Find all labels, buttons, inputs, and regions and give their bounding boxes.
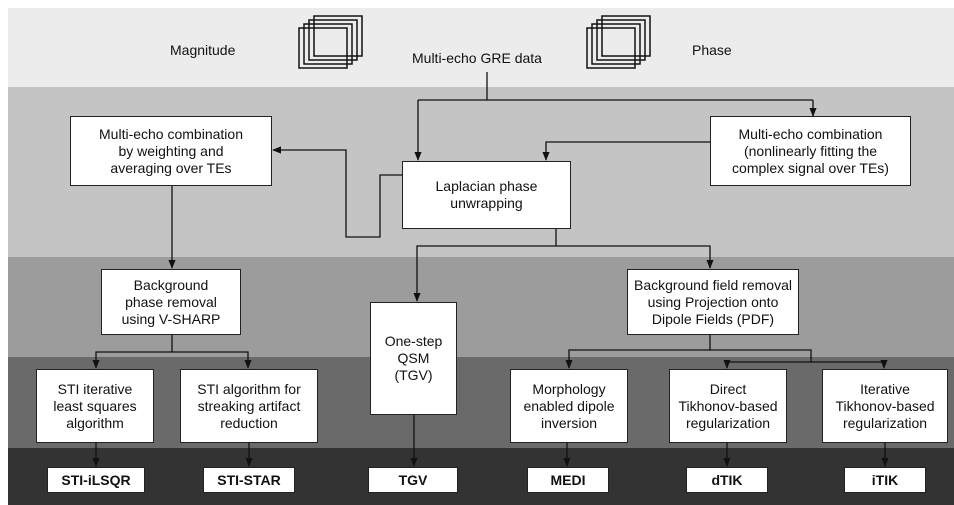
combo-nonlinear-box: Multi-echo combination (nonlinearly fitt…	[710, 116, 911, 186]
sti-iterative-box: STI iterative least squares algorithm	[36, 369, 154, 443]
pdf-box: Background field removal using Projectio…	[627, 269, 799, 335]
sti-streaking-box: STI algorithm for streaking artifact red…	[180, 369, 318, 443]
laplacian-box: Laplacian phase unwrapping	[402, 161, 571, 229]
output-medi: MEDI	[527, 467, 609, 493]
band-top	[8, 8, 954, 87]
onestep-qsm-box: One-step QSM (TGV)	[370, 302, 457, 415]
output-sti-star: STI-STAR	[203, 467, 295, 493]
output-itik: iTIK	[844, 467, 926, 493]
phase-label: Phase	[692, 42, 732, 58]
output-sti-ilsqr: STI-iLSQR	[47, 467, 145, 493]
band-4	[8, 357, 954, 448]
magnitude-label: Magnitude	[170, 42, 236, 58]
output-tgv: TGV	[368, 467, 458, 493]
medi-box: Morphology enabled dipole inversion	[510, 369, 628, 443]
gre-data-label: Multi-echo GRE data	[412, 50, 542, 66]
output-dtik: dTIK	[686, 467, 768, 493]
band-bottom	[8, 448, 954, 505]
combo-weighting-box: Multi-echo combination by weighting and …	[70, 116, 272, 186]
magnitude-stack-icon	[298, 15, 363, 69]
phase-stack-icon	[586, 15, 651, 69]
iter-tik-box: Iterative Tikhonov-based regularization	[822, 369, 948, 443]
direct-tik-box: Direct Tikhonov-based regularization	[669, 369, 787, 443]
vsharp-box: Background phase removal using V-SHARP	[101, 269, 241, 335]
